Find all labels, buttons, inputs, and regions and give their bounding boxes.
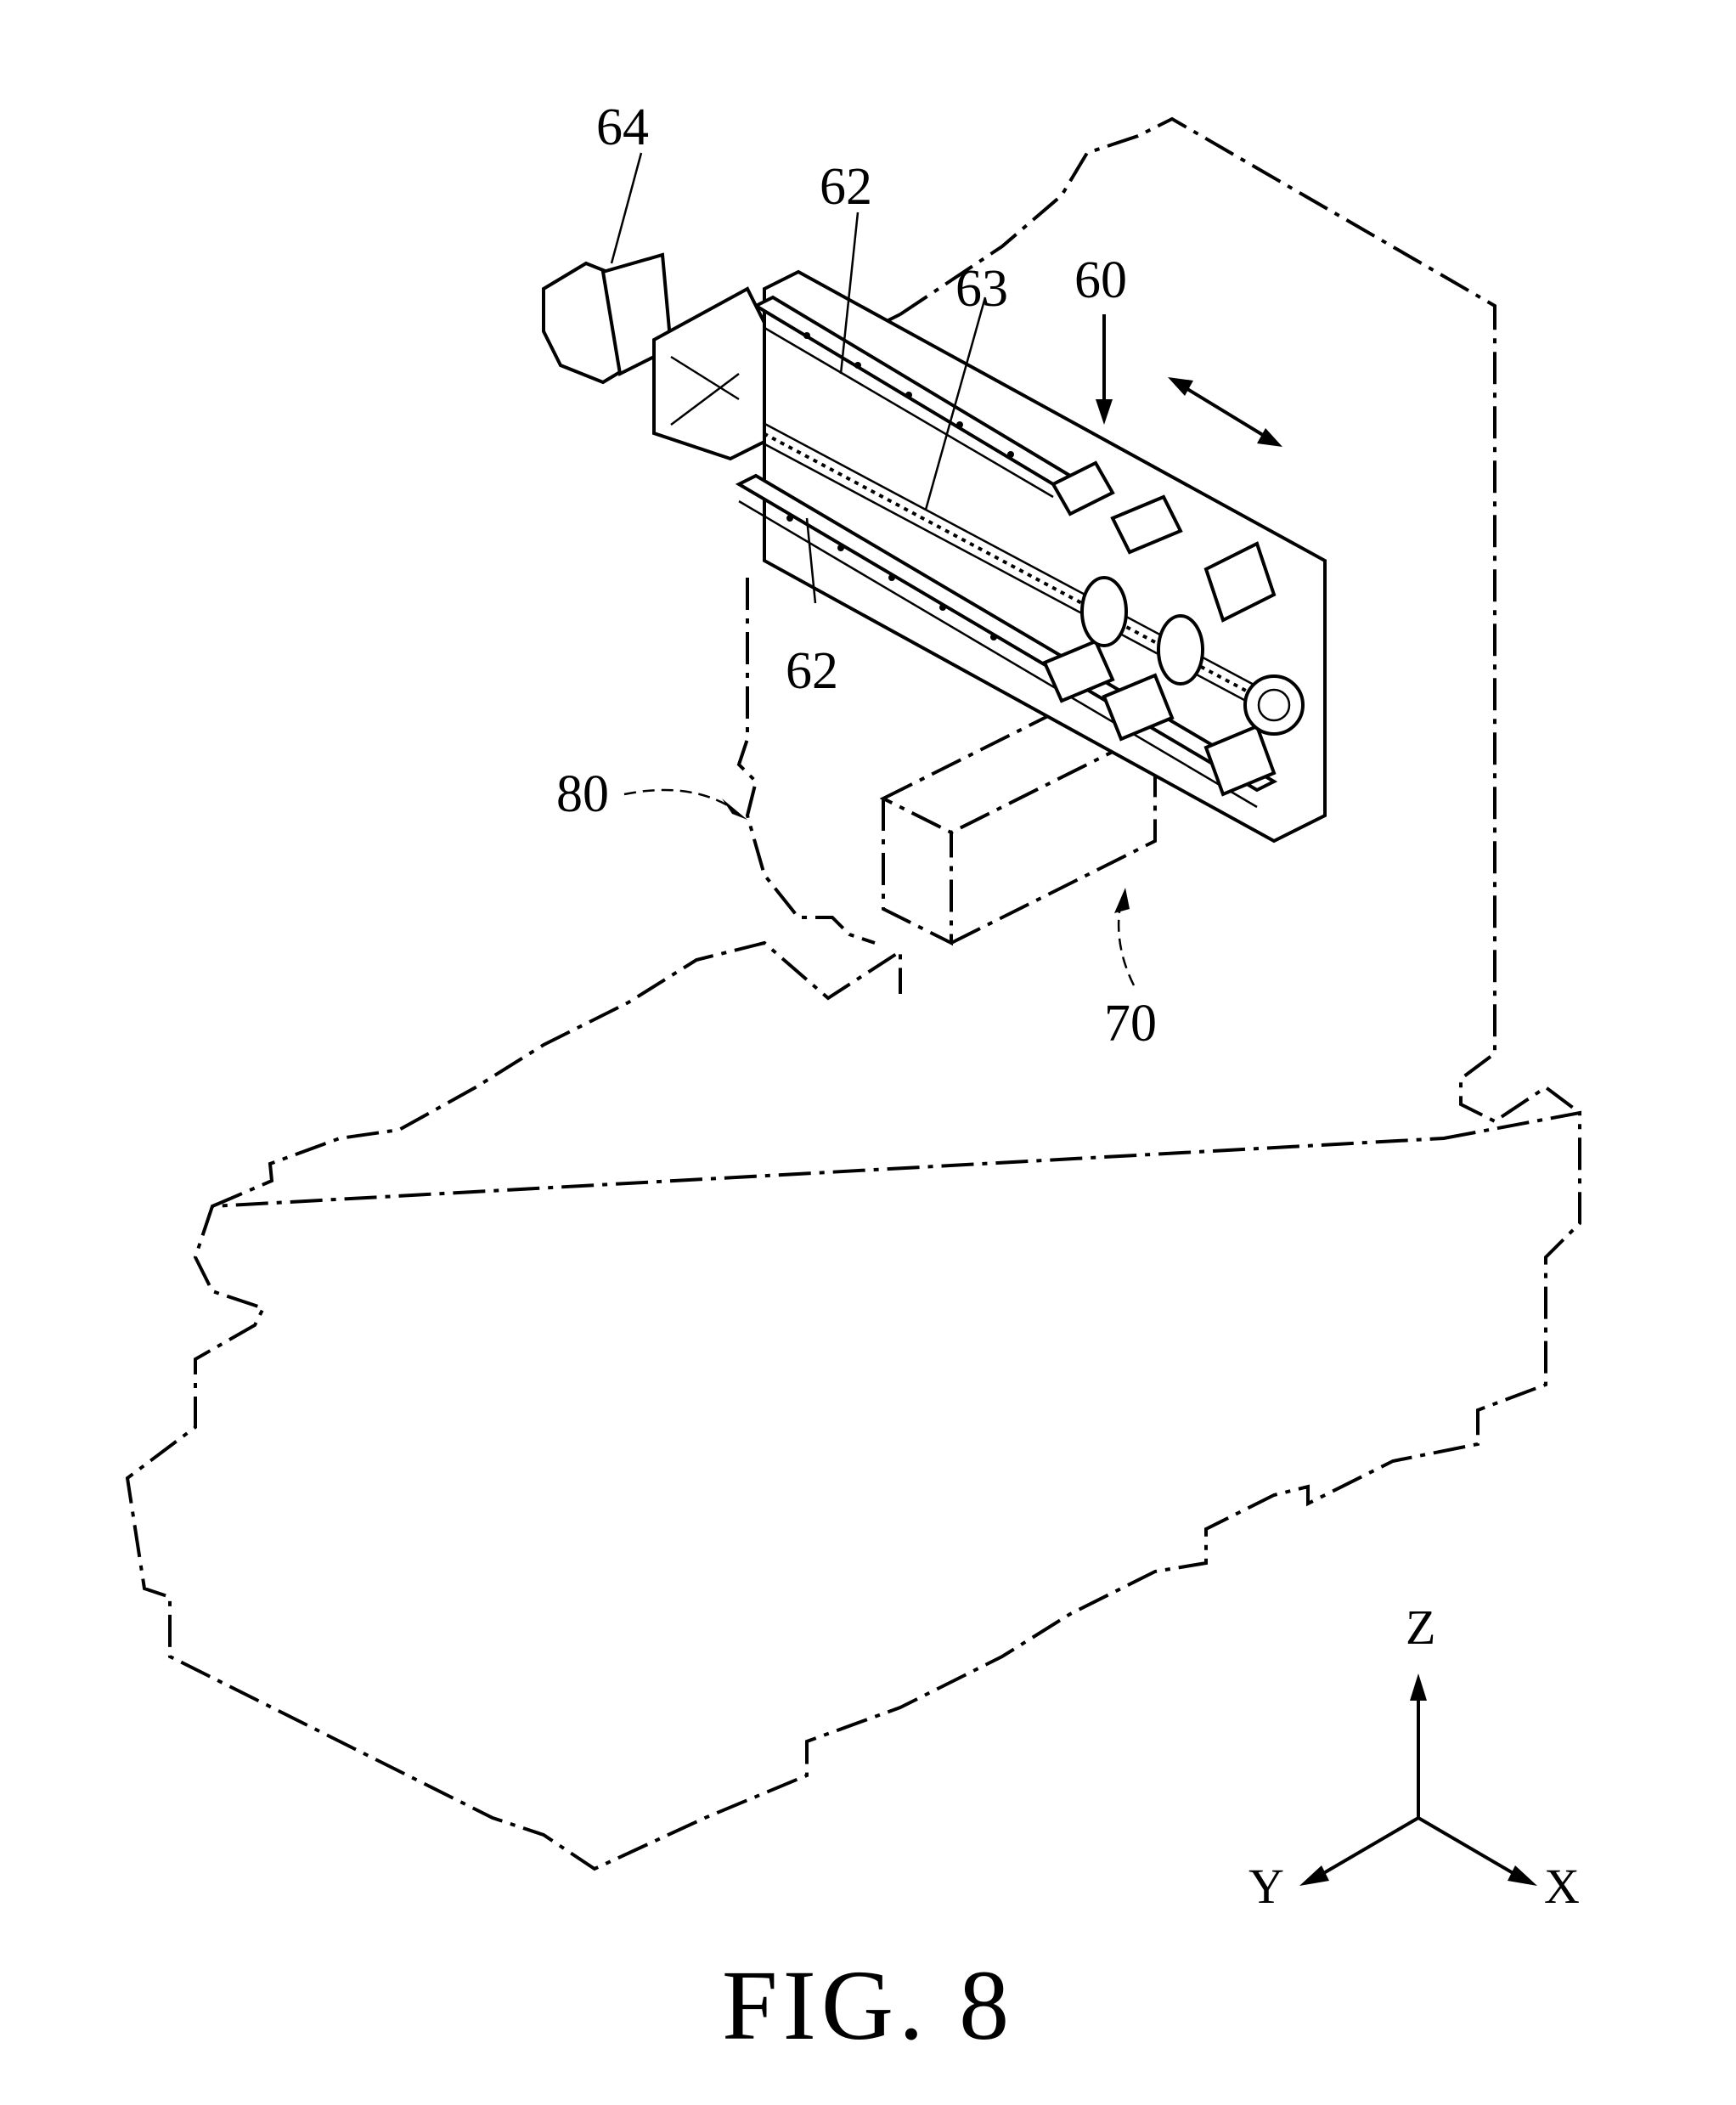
- axis-label-x: X: [1544, 1859, 1580, 1914]
- machine-base-outline: [125, 940, 1581, 1871]
- rail-bolt-holes: [786, 332, 1014, 641]
- figure-caption: FIG. 8: [722, 1950, 1014, 2061]
- label-rail-bottom: 62: [786, 642, 838, 700]
- axis-label-z: Z: [1406, 1600, 1435, 1655]
- slide-unit-60: [715, 269, 1327, 844]
- label-slide-unit: 60: [1074, 251, 1127, 309]
- leader-lines: [610, 152, 1136, 986]
- label-motor: 64: [596, 99, 649, 156]
- coordinate-axes: [1299, 1673, 1537, 1886]
- axis-label-y: Y: [1248, 1859, 1284, 1914]
- motion-double-arrow: [1168, 377, 1282, 447]
- label-rail-top: 62: [820, 158, 872, 216]
- label-carrier: 70: [1104, 995, 1157, 1052]
- motor-64: [542, 252, 766, 461]
- label-column: 80: [556, 765, 609, 823]
- label-screw: 63: [955, 260, 1008, 318]
- ball-screw: [747, 423, 1258, 698]
